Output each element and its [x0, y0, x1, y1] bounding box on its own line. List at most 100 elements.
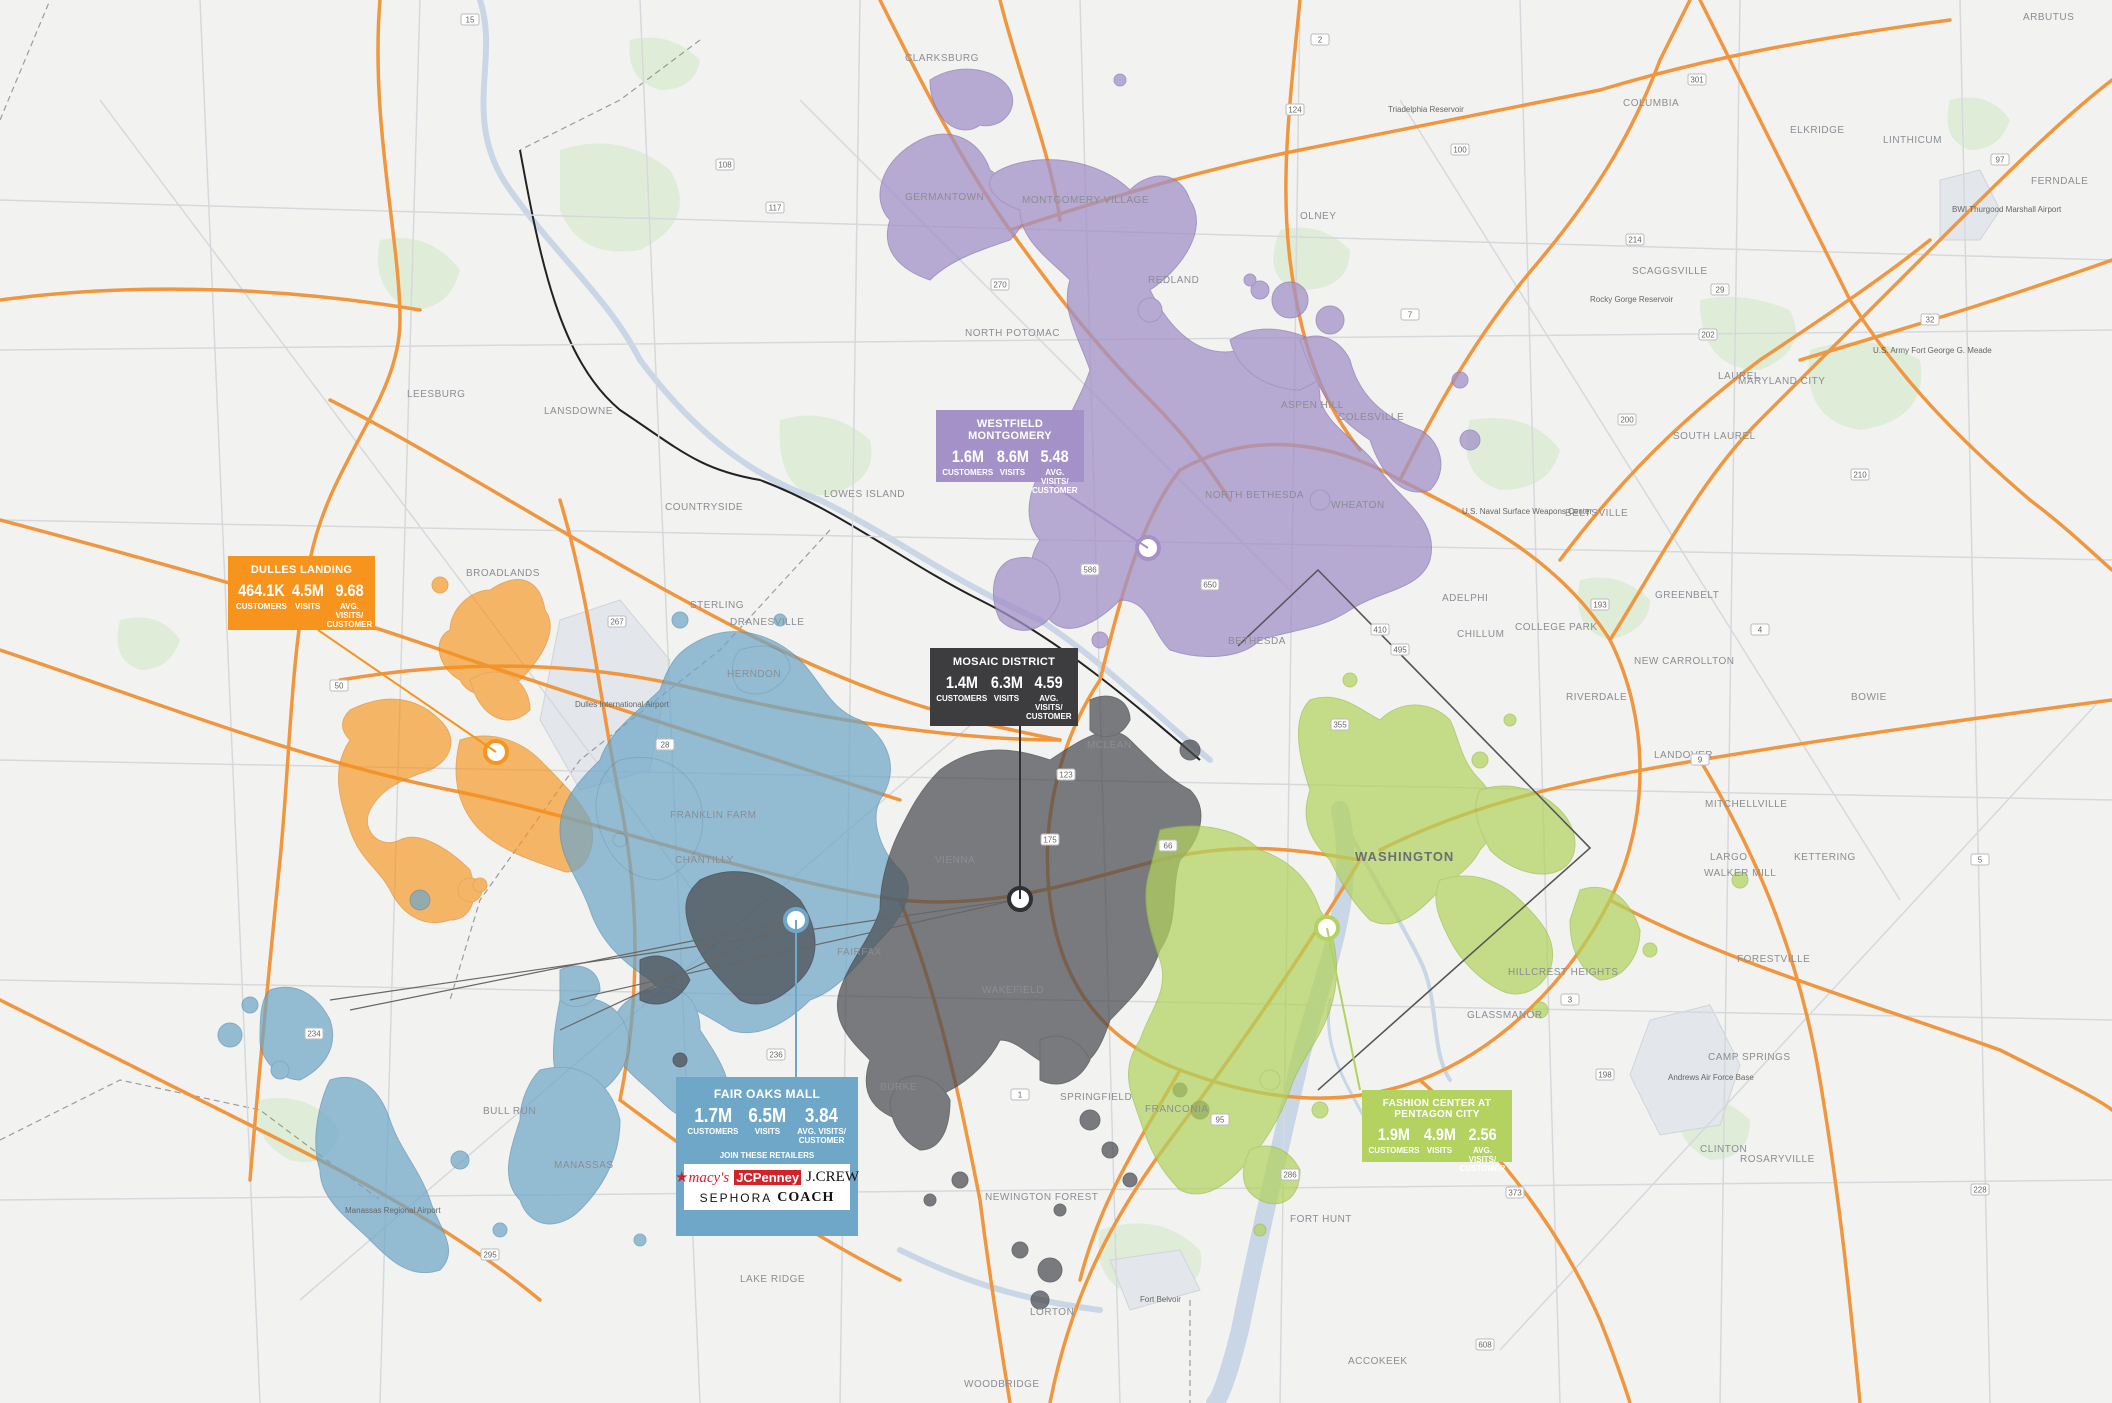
- svg-text:LANDOVER: LANDOVER: [1654, 750, 1713, 761]
- route-shield-label: 9: [1698, 756, 1703, 765]
- visits-label: VISITS: [754, 1127, 781, 1136]
- route-shield-label: 32: [1926, 316, 1935, 325]
- route-shield: 28: [655, 738, 675, 751]
- route-shield: 100: [1450, 143, 1470, 156]
- svg-text:CHILLUM: CHILLUM: [1457, 629, 1504, 640]
- svg-text:GREENBELT: GREENBELT: [1655, 590, 1719, 601]
- svg-text:WALKER MILL: WALKER MILL: [1704, 868, 1776, 879]
- avg-visits-label: AVG. VISITS/ CUSTOMER: [1459, 1146, 1506, 1173]
- svg-text:Fort Belvoir: Fort Belvoir: [1140, 1295, 1181, 1304]
- customers-label: CUSTOMERS: [942, 468, 994, 477]
- visits-label: VISITS: [993, 694, 1020, 703]
- route-shield-label: 5: [1978, 856, 1983, 865]
- svg-text:ASPEN HILL: ASPEN HILL: [1281, 400, 1344, 411]
- svg-text:BETHESDA: BETHESDA: [1228, 636, 1286, 647]
- customers-value: 1.7M: [694, 1105, 732, 1127]
- svg-text:WOODBRIDGE: WOODBRIDGE: [964, 1379, 1040, 1390]
- mosaic-trade-area: [639, 695, 1210, 1310]
- svg-text:LINTHICUM: LINTHICUM: [1883, 135, 1942, 146]
- callout-leaders: [317, 481, 1361, 1091]
- svg-text:Rocky Gorge Reservoir: Rocky Gorge Reservoir: [1590, 295, 1673, 304]
- svg-text:REDLAND: REDLAND: [1148, 275, 1199, 286]
- visits-value: 4.5M: [291, 581, 324, 600]
- svg-text:GLASSMANOR: GLASSMANOR: [1467, 1010, 1543, 1021]
- svg-text:FRANCONIA: FRANCONIA: [1145, 1104, 1208, 1115]
- route-shield: 270: [990, 278, 1010, 291]
- visits-label: VISITS: [295, 602, 321, 611]
- callout-title: DULLES LANDING: [250, 564, 353, 576]
- avg-visits-label: AVG. VISITS/ CUSTOMER: [1025, 694, 1072, 721]
- svg-text:KETTERING: KETTERING: [1794, 852, 1856, 863]
- svg-text:COLESVILLE: COLESVILLE: [1338, 412, 1404, 423]
- westfield-trade-area: [879, 68, 1481, 658]
- visits-value: 4.9M: [1423, 1125, 1456, 1144]
- route-shield: 108: [715, 158, 735, 171]
- route-shield: 9: [1690, 753, 1710, 766]
- svg-text:WAKEFIELD: WAKEFIELD: [982, 985, 1044, 996]
- route-shield-label: 95: [1216, 1116, 1225, 1125]
- svg-text:ARBUTUS: ARBUTUS: [2023, 12, 2074, 23]
- svg-text:BELTSVILLE: BELTSVILLE: [1565, 508, 1628, 519]
- callout-title: FAIR OAKS MALL: [713, 1087, 821, 1101]
- customers-label: CUSTOMERS: [235, 602, 287, 611]
- svg-text:MONTGOMERY VILLAGE: MONTGOMERY VILLAGE: [1022, 195, 1149, 206]
- svg-text:MCLEAN: MCLEAN: [1087, 740, 1132, 751]
- fairoaks-trade-area: [217, 611, 909, 1274]
- route-shield: 5: [1970, 853, 1990, 866]
- route-shield-label: 123: [1059, 771, 1073, 780]
- route-shield: 267: [607, 615, 627, 628]
- route-shield: 236: [766, 1048, 786, 1061]
- route-shield: 124: [1285, 103, 1305, 116]
- route-shield: 234: [304, 1027, 324, 1040]
- route-shield: 50: [329, 679, 349, 692]
- svg-text:SCAGGSVILLE: SCAGGSVILLE: [1632, 266, 1708, 277]
- svg-text:Manassas Regional Airport: Manassas Regional Airport: [345, 1206, 441, 1215]
- avg-visits-value: 2.56: [1468, 1125, 1497, 1144]
- route-shield: 608: [1475, 1338, 1495, 1351]
- star-icon: ★: [675, 1170, 689, 1186]
- svg-text:HILLCREST HEIGHTS: HILLCREST HEIGHTS: [1508, 967, 1619, 978]
- svg-text:FAIRFAX: FAIRFAX: [837, 947, 882, 958]
- svg-text:BOWIE: BOWIE: [1851, 692, 1887, 703]
- jcrew-logo: J.CREW: [806, 1169, 859, 1185]
- route-shield-label: 295: [483, 1251, 497, 1260]
- route-shield: 586: [1080, 563, 1100, 576]
- route-shield: 175: [1040, 833, 1060, 846]
- visits-value: 6.3M: [990, 673, 1023, 692]
- svg-text:WASHINGTON: WASHINGTON: [1355, 849, 1454, 864]
- route-shield: 117: [765, 201, 785, 214]
- visits-label: VISITS: [1426, 1146, 1453, 1155]
- svg-text:FORESTVILLE: FORESTVILLE: [1737, 954, 1810, 965]
- callout-title: FASHION CENTER AT PENTAGON CITY: [1382, 1098, 1492, 1120]
- macys-logo: ★macy's: [675, 1170, 730, 1186]
- route-shield-label: 301: [1690, 76, 1704, 85]
- jcpenney-logo: JCPenney: [734, 1170, 802, 1185]
- route-shield-label: 1: [1018, 1091, 1023, 1100]
- route-shield-label: 355: [1333, 721, 1347, 730]
- route-shields: 1152850669597108117123193200202210234236…: [304, 13, 2010, 1351]
- route-shield-label: 29: [1716, 286, 1725, 295]
- route-shield-label: 286: [1283, 1171, 1297, 1180]
- route-shield: 15: [460, 13, 480, 26]
- visits-value: 6.5M: [748, 1105, 787, 1127]
- svg-text:NORTH BETHESDA: NORTH BETHESDA: [1205, 490, 1304, 501]
- avg-visits-label: AVG. VISITS/ CUSTOMER: [1031, 468, 1078, 495]
- svg-text:BWI Thurgood Marshall Airport: BWI Thurgood Marshall Airport: [1952, 205, 2062, 214]
- customers-value: 1.6M: [951, 447, 984, 466]
- svg-text:Triadelphia Reservoir: Triadelphia Reservoir: [1388, 105, 1464, 114]
- route-shield-label: 100: [1453, 146, 1467, 155]
- svg-text:LARGO: LARGO: [1710, 852, 1748, 863]
- coach-logo: COACH: [777, 1190, 835, 1205]
- retailers-logos: ★macy's JCPenney J.CREW SEPHORA COACH: [675, 1164, 859, 1210]
- route-shield: 198: [1595, 1068, 1615, 1081]
- svg-text:ADELPHI: ADELPHI: [1442, 593, 1488, 604]
- pentagon-boundary-line: [1237, 568, 1592, 1091]
- svg-text:RIVERDALE: RIVERDALE: [1566, 692, 1627, 703]
- svg-text:WHEATON: WHEATON: [1331, 500, 1385, 511]
